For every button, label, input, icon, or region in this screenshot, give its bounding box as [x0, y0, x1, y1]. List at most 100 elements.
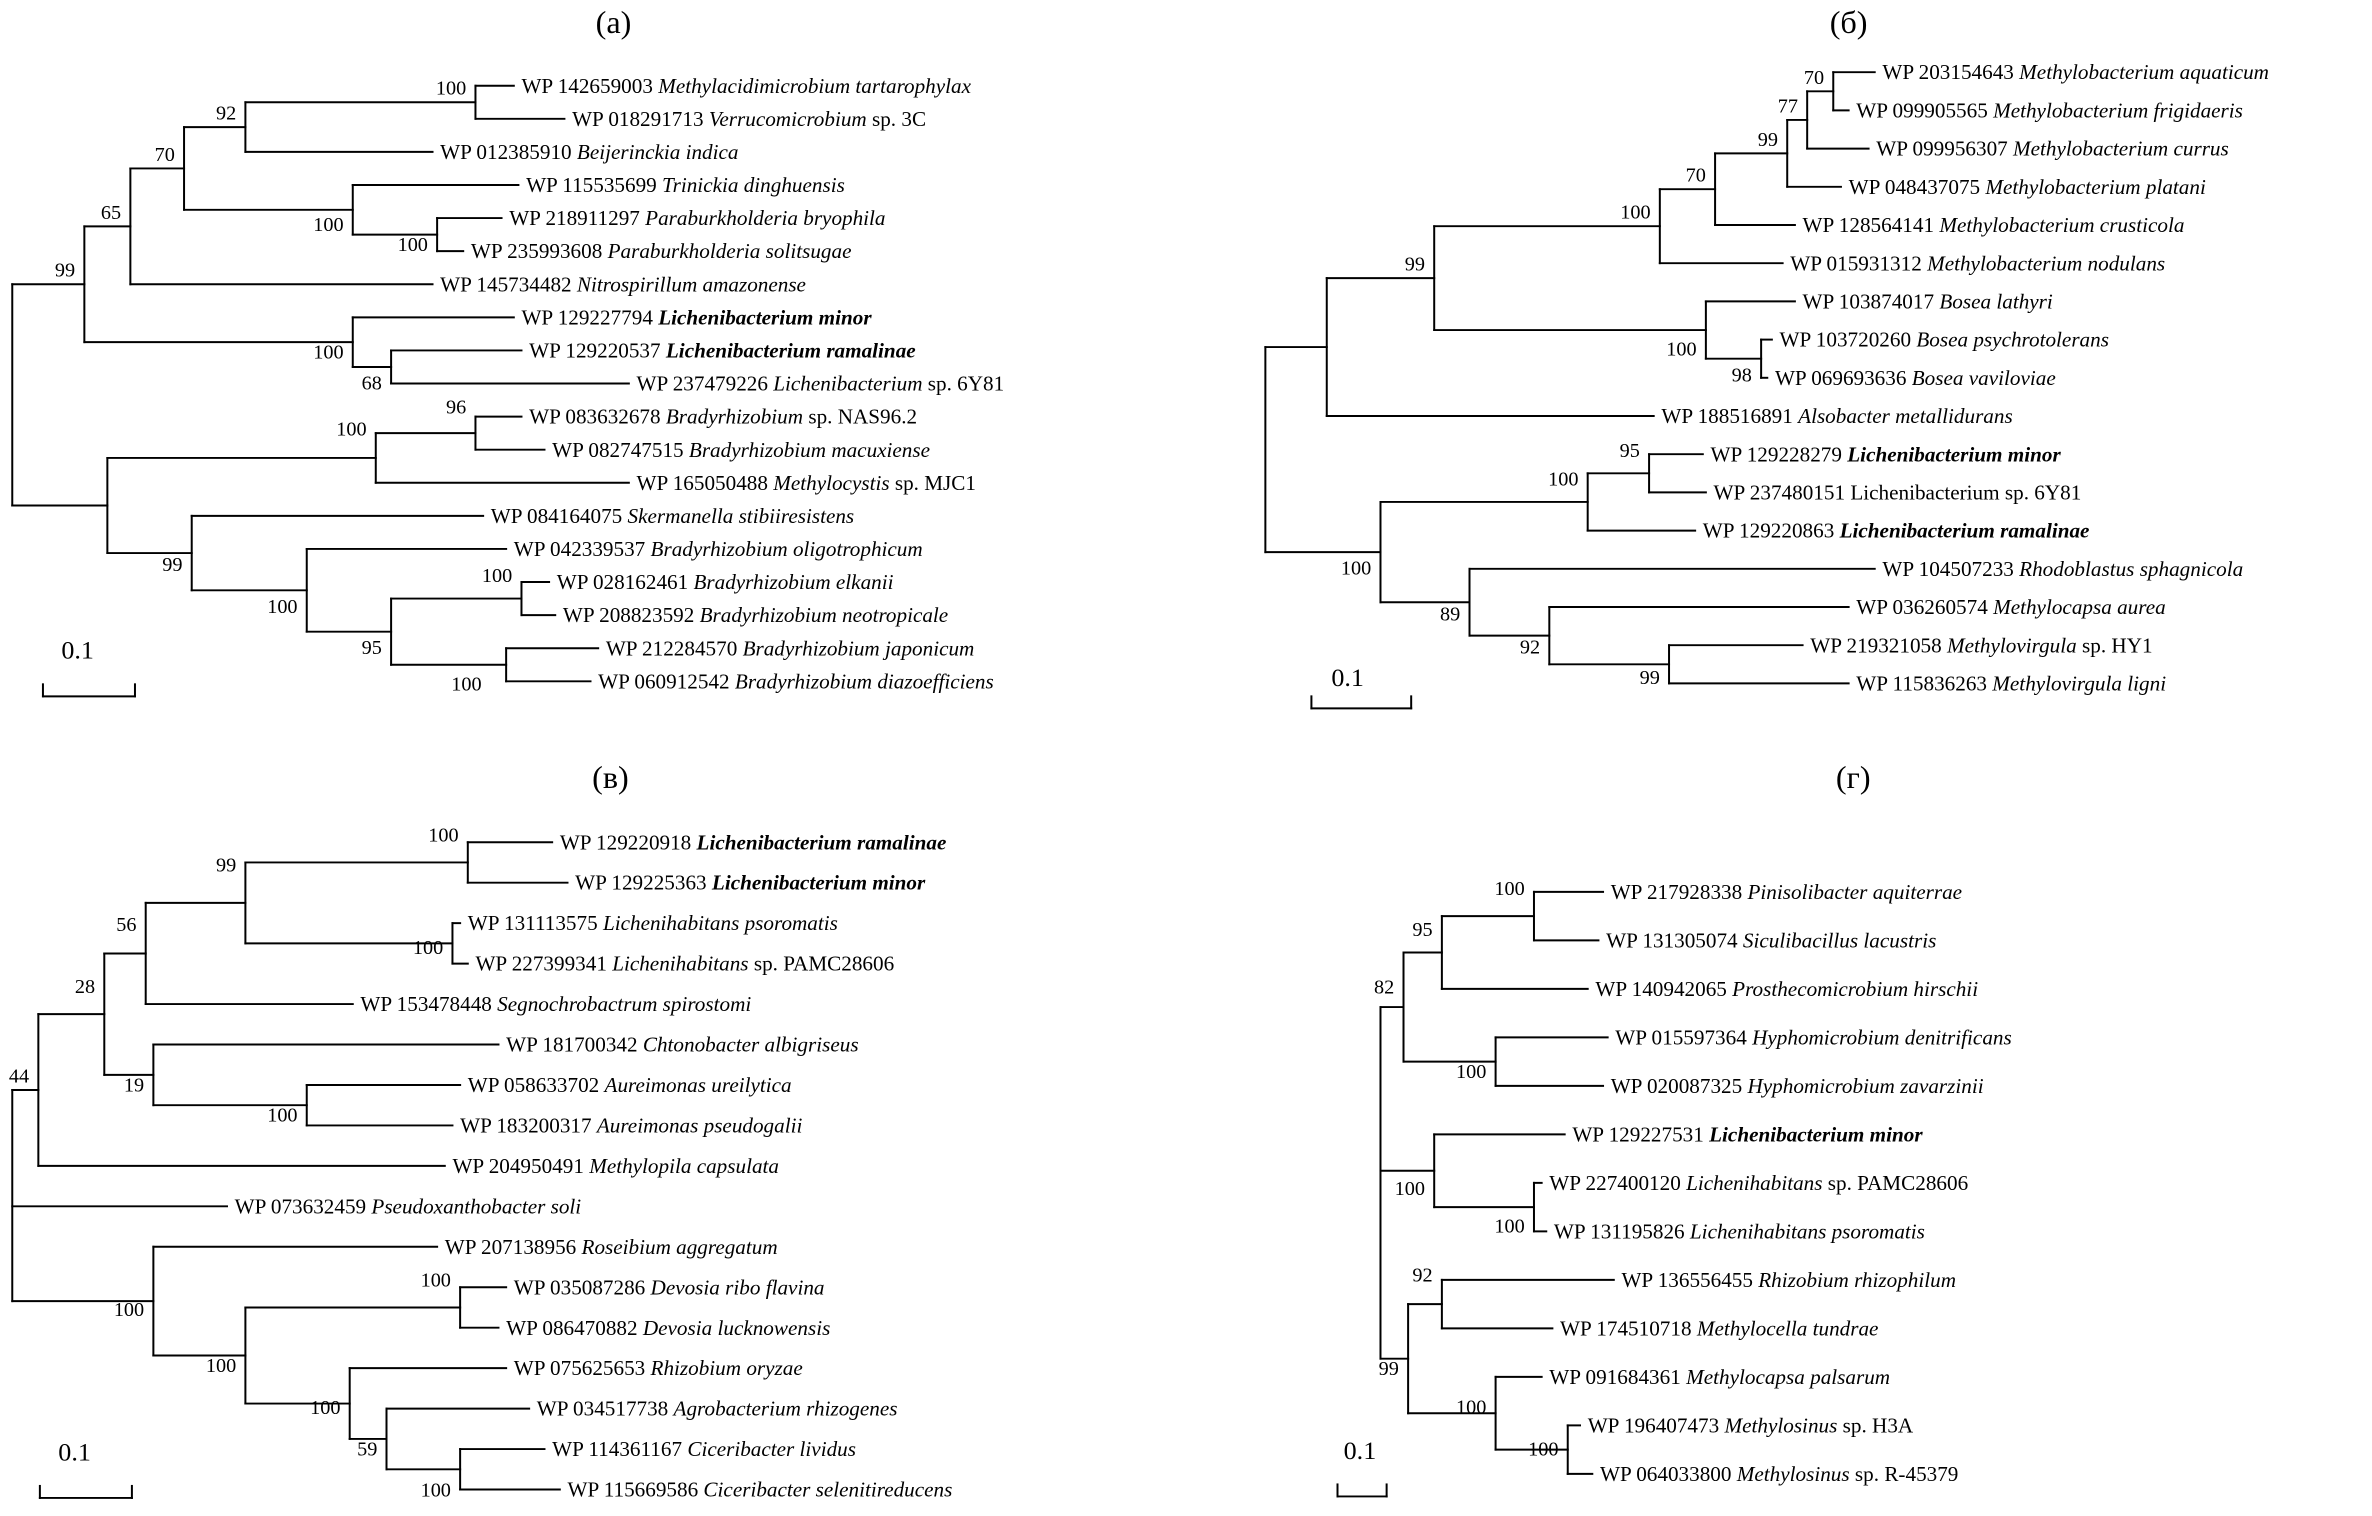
taxon-label-part: WP 075625653 [514, 1356, 651, 1380]
taxon-label-part: Aureimonas ureilytica [603, 1073, 792, 1097]
taxon-label: WP 136556455 Rhizobium rhizophilum [1621, 1268, 1956, 1292]
taxon-label-part: WP 129220537 [529, 339, 666, 363]
bootstrap-support-value: 100 [428, 825, 458, 847]
taxon-label-part: WP 219321058 [1810, 633, 1947, 657]
taxon-label: WP 196407473 Methylosinus sp. H3A [1588, 1414, 1914, 1438]
taxon-label: WP 181700342 Chtonobacter albigriseus [506, 1033, 858, 1057]
bootstrap-support-value: 100 [313, 214, 343, 236]
taxon-label: WP 129220918 Lichenibacterium ramalinae [560, 830, 947, 854]
taxon-label-part: Methylobacterium platani [1984, 175, 2206, 199]
taxon-label-part: WP 145734482 [440, 273, 577, 297]
taxon-label-part: Lichenibacterium minor [657, 306, 872, 330]
taxon-label-part: WP 103874017 [1803, 290, 1940, 314]
taxon-label: WP 012385910 Beijerinckia indica [440, 140, 738, 164]
taxon-label-part: Methylocella tundrae [1696, 1317, 1879, 1341]
taxon-label: WP 064033800 Methylosinus sp. R-45379 [1600, 1462, 1958, 1486]
taxon-label: WP 204950491 Methylopila capsulata [452, 1154, 779, 1178]
taxon-label-part: Bradyrhizobium japonicum [743, 636, 975, 660]
taxon-label: WP 153478448 Segnochrobactrum spirostomi [360, 992, 751, 1016]
taxon-label: WP 217928338 Pinisolibacter aquiterrae [1611, 880, 1962, 904]
taxon-label-part: WP 207138956 [445, 1235, 582, 1259]
taxon-label-part: WP 129228279 [1710, 442, 1847, 466]
taxon-label-part: Roseibium aggregatum [581, 1235, 778, 1259]
taxon-label-part: WP 015931312 [1790, 251, 1927, 275]
taxon-label-part: Lichenihabitans psoromatis [1689, 1220, 1925, 1244]
taxon-label-part: WP 104507233 [1882, 557, 2019, 581]
bootstrap-support-value: 68 [362, 373, 382, 395]
taxon-label: WP 084164075 Skermanella stibiiresistens [491, 504, 854, 528]
taxon-label-part: WP 036260574 [1856, 595, 1993, 619]
taxon-label-part: Bradyrhizobium elkanii [693, 570, 893, 594]
taxon-label-part: WP 129220863 [1703, 519, 1840, 543]
taxon-label: WP 115535699 Trinickia dinghuensis [526, 173, 845, 197]
taxon-label-part: WP 018291713 [572, 107, 709, 131]
bootstrap-support-value: 98 [1732, 364, 1752, 386]
taxon-label-part: Devosia lucknowensis [642, 1316, 830, 1340]
taxon-label-part: Methylobacterium aquaticum [2018, 60, 2269, 84]
taxon-label: WP 174510718 Methylocella tundrae [1560, 1317, 1878, 1341]
taxon-label-part: WP 091684361 [1549, 1365, 1686, 1389]
taxon-label-part: WP 196407473 [1588, 1414, 1725, 1438]
bootstrap-support-value: 19 [124, 1075, 144, 1097]
taxon-label-part: Paraburkholderia bryophila [644, 206, 885, 230]
taxon-label: WP 237479226 Lichenibacterium sp. 6Y81 [637, 372, 1005, 396]
taxon-label-part: WP 208823592 [563, 603, 700, 627]
bootstrap-support-value: 100 [1620, 202, 1650, 224]
taxon-label-part: Lichenibacterium minor [711, 871, 926, 895]
taxon-label-part: WP 140942065 [1595, 977, 1732, 1001]
taxon-label: WP 099905565 Methylobacterium frigidaeri… [1856, 99, 2243, 123]
phylo-tree-a: (а) WP 142659003 Methylacidimicrobium ta… [11, 5, 1005, 698]
taxon-label-part: WP 136556455 [1621, 1268, 1758, 1292]
taxon-label: WP 129228279 Lichenibacterium minor [1710, 442, 2061, 466]
taxon-label: WP 086470882 Devosia lucknowensis [506, 1316, 830, 1340]
taxon-label-part: WP 103720260 [1780, 328, 1917, 352]
taxon-label-part: Methylovirgula [1946, 633, 2077, 657]
bootstrap-support-value: 82 [1374, 977, 1394, 999]
taxon-label-part: Ciceribacter lividus [687, 1437, 856, 1461]
scale-bar-label: 0.1 [1344, 1436, 1377, 1465]
bootstrap-support-value: 100 [310, 1397, 340, 1419]
taxon-label: WP 131195826 Lichenihabitans psoromatis [1554, 1220, 1925, 1244]
taxon-label-part: WP 129220918 [560, 830, 697, 854]
panel-g: (г) WP 217928338 Pinisolibacter aquiterr… [1227, 758, 2372, 1516]
taxon-label-part: WP 217928338 [1611, 880, 1748, 904]
taxon-label-part: Lichenibacterium ramalinae [696, 830, 947, 854]
taxon-label: WP 015931312 Methylobacterium nodulans [1790, 251, 2165, 275]
taxon-label-part: WP 142659003 [521, 74, 658, 98]
bootstrap-support-value: 77 [1778, 96, 1798, 118]
taxon-label: WP 131113575 Lichenihabitans psoromatis [468, 911, 838, 935]
taxon-label: WP 140942065 Prosthecomicrobium hirschii [1595, 977, 1978, 1001]
taxon-label-part: Bosea vaviloviae [1912, 366, 2056, 390]
taxon-label: WP 218911297 Paraburkholderia bryophila [509, 206, 885, 230]
bootstrap-support-value: 100 [1494, 1216, 1524, 1238]
taxon-label-part: WP 099905565 [1856, 99, 1993, 123]
bootstrap-support-value: 100 [1395, 1178, 1425, 1200]
taxon-label: WP 020087325 Hyphomicrobium zavarzinii [1611, 1074, 1984, 1098]
taxon-label-part: Pseudoxanthobacter soli [370, 1195, 581, 1219]
bootstrap-support-value: 96 [446, 397, 466, 419]
taxon-label-part: WP 084164075 [491, 504, 628, 528]
bootstrap-support-value: 99 [1405, 254, 1425, 276]
taxon-label: WP 145734482 Nitrospirillum amazonense [440, 273, 806, 297]
taxon-label-part: WP 131305074 [1606, 929, 1743, 953]
taxon-label-part: Bradyrhizobium macuxiense [689, 438, 930, 462]
bootstrap-support-value: 100 [1456, 1396, 1486, 1418]
taxon-label-part: WP 020087325 [1611, 1074, 1748, 1098]
taxon-label: WP 207138956 Roseibium aggregatum [445, 1235, 778, 1259]
bootstrap-support-value: 99 [162, 554, 182, 576]
bootstrap-support-value: 100 [1548, 469, 1578, 491]
panel-label-g: (г) [1836, 760, 1871, 795]
taxon-label-part: Lichenibacterium ramalinae [665, 339, 916, 363]
taxon-label-part: WP 028162461 [557, 570, 694, 594]
taxon-label: WP 129225363 Lichenibacterium minor [575, 871, 926, 895]
taxon-label: WP 042339537 Bradyrhizobium oligotrophic… [514, 537, 923, 561]
bootstrap-support-value: 95 [362, 637, 382, 659]
taxon-label-part: Rhodoblastus sphagnicola [2018, 557, 2243, 581]
taxon-label-part: Paraburkholderia solitsugae [607, 239, 852, 263]
taxon-label-part: WP 082747515 [552, 438, 689, 462]
taxon-label-part: Prosthecomicrobium hirschii [1731, 977, 1978, 1001]
taxon-label-part: Nitrospirillum amazonense [576, 273, 806, 297]
taxon-label-part: Methylocapsa palsarum [1685, 1365, 1890, 1389]
panel-a: (а) WP 142659003 Methylacidimicrobium ta… [0, 0, 1227, 758]
taxon-label-part: Verrucomicrobium [709, 107, 867, 131]
